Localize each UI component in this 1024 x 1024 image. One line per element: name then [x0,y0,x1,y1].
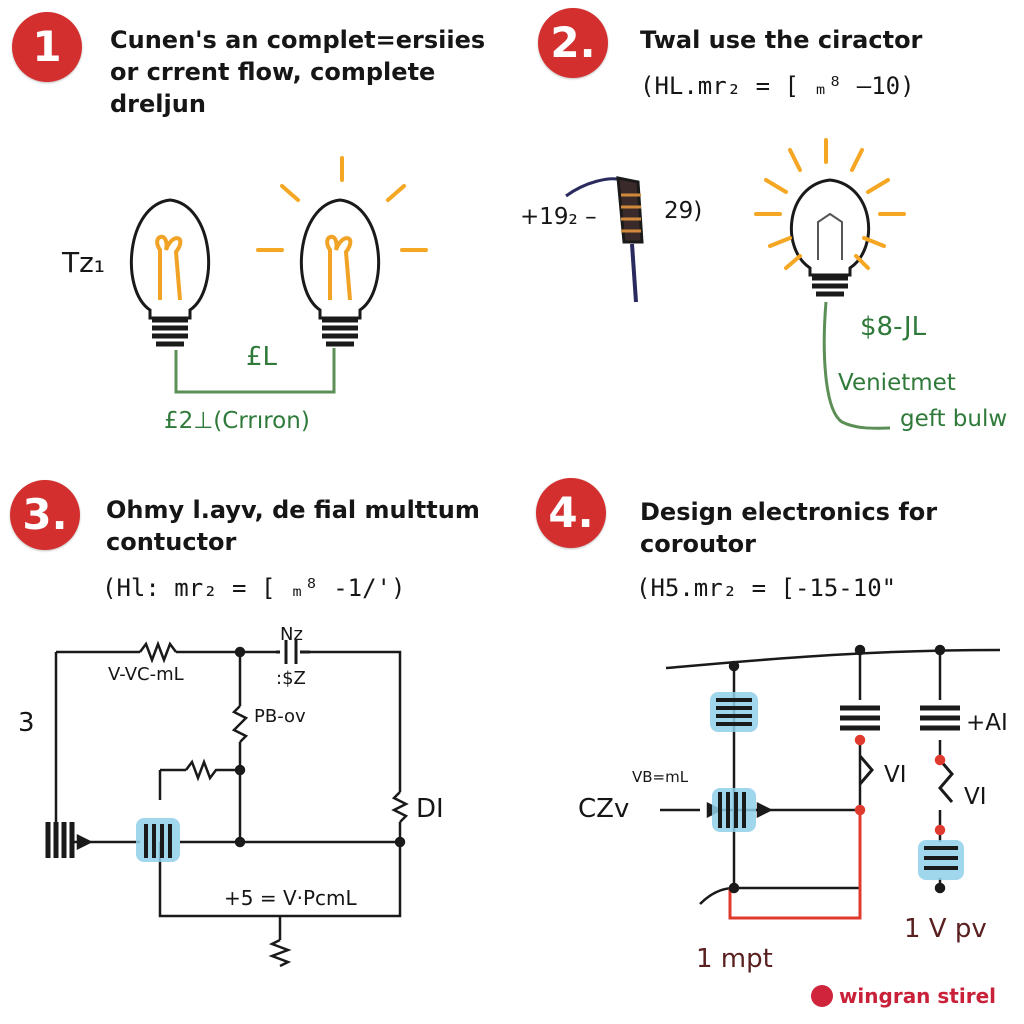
step-badge-2: 2. [538,8,608,78]
panel-3-heading-line-1: Ohmy l.ayv, de fial multtum [106,496,480,524]
panel-4-input-label: CZv [578,794,630,824]
panel-3-cap-top-label: Nz [280,624,303,645]
panel-1-drawing [129,156,428,394]
panel-2-formula: (HL.mr₂ = [ ₘ⁸ –10) [640,72,915,100]
coil-icon [840,705,960,731]
panel-4-heading-line-1: Design electronics for [640,498,938,526]
light-bulb-icon [789,178,871,297]
panel-1-wire-mid-label: £L [246,342,278,372]
wire-green [822,301,891,430]
panel-3-bottom-text: +5 = V·PcmL [224,886,357,910]
wire-green [174,348,336,394]
panel-4-vi-mid-label: VI [884,762,907,788]
coil-icon [718,792,746,828]
light-rays [754,138,906,270]
panel-2-note-line-1: Venietmet [838,370,956,396]
resistor-icon [565,176,644,303]
panel-2-left-value: +19₂ – [520,204,597,230]
panel-4-drawing [660,644,1001,920]
resistor-symbol [391,791,409,823]
panel-2-drawing [565,138,906,430]
panel-2-note-line-2: geft bulw [900,406,1008,432]
panel-2-heading: Twal use the ciractor [640,26,923,54]
panel-3-top-resistor-label: V-VC-mL [108,664,184,685]
coil-highlight [136,818,180,862]
panel-2-right-value: 29) [664,198,703,224]
panel-4-bottom-left-label: 1 mpt [696,944,773,974]
resistor-symbol [185,758,240,782]
resistor-symbol [231,705,249,743]
step-badge-4: 4. [536,478,606,548]
panel-3-formula: (Hl: mr₂ = [ ₘ⁸ -1/') [102,574,406,602]
panel-2-bulb-label: $8-JL [860,312,927,342]
brand-logo: wingran stirel [810,984,996,1008]
panel-4-bottom-right-label: 1 V pv [904,914,987,944]
panel-3-drawing [45,640,409,968]
panel-4-vi-right-label: VI [964,784,987,810]
coil-icon [716,698,752,726]
panel-1-heading-line-3: dreljun [110,90,206,118]
resistor-symbol [139,640,177,664]
panel-3-left-number: 3 [18,708,35,738]
panel-4-formula: (H5.mr₂ = [-15-10" [636,574,897,602]
light-rays [256,156,428,252]
panel-1-heading-line-1: Cunen's an complet=ersiies [110,26,486,54]
panel-1-wire-bottom-label: £2⊥(Crrıron) [164,408,310,434]
panel-3-mid-resistor-label: PB-ov [254,706,306,727]
panel-1-left-bulb-label: Tz₁ [62,246,106,279]
panel-3-heading-line-2: contuctor [106,528,237,556]
logo-icon [810,985,833,1007]
resistor-symbol [268,938,292,968]
panel-3-cap-bottom-label: :$Z [276,668,306,689]
coil-icon [144,824,172,858]
wire-red [728,810,862,920]
light-bulb-icon [299,198,381,347]
panel-4-coil-top-right-label: +AI [966,710,1008,736]
panel-1-heading-line-2: or crrent flow, complete [110,58,436,86]
panel-4-heading-line-2: coroutor [640,530,756,558]
step-badge-3: 3. [10,480,80,550]
logo-text: wingran stirel [838,984,996,1008]
light-bulb-icon [129,198,211,347]
coil-icon [924,846,958,870]
step-badge-1: 1 [12,12,82,82]
panel-4-input-small-label: VB=mL [632,768,689,786]
coil-icon [45,822,75,858]
panel-3-right-resistor-label: DI [416,794,444,824]
